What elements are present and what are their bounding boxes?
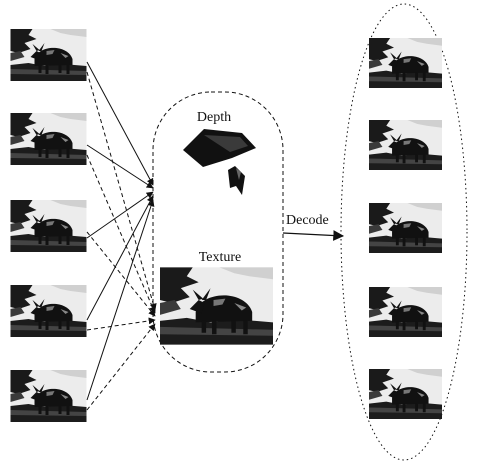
encoded-representation: Depth Texture <box>152 91 284 373</box>
decode-label: Decode <box>286 213 329 228</box>
solid-arrow-4 <box>86 195 154 321</box>
solid-arrow-1 <box>86 61 154 186</box>
output-view-5 <box>369 369 442 419</box>
input-view-1 <box>10 29 87 81</box>
depth-label: Depth <box>197 110 231 125</box>
decode-step: Decode <box>282 213 345 241</box>
output-view-3 <box>369 203 442 253</box>
depth-map <box>183 129 256 195</box>
output-view-1 <box>369 38 442 88</box>
encoded-container <box>152 91 284 373</box>
output-views <box>340 3 468 461</box>
dashed-arrows <box>86 71 157 411</box>
solid-arrow-3 <box>86 191 154 239</box>
output-view-2 <box>369 120 442 170</box>
solid-arrow-5 <box>86 199 155 401</box>
solid-arrows <box>86 61 155 401</box>
input-view-2 <box>10 113 87 165</box>
dashed-arrow-1 <box>86 71 157 311</box>
input-view-4 <box>10 285 87 337</box>
dashed-arrow-4 <box>86 317 156 331</box>
decode-arrow <box>282 230 345 241</box>
texture-image <box>160 267 273 345</box>
decoded-views-container <box>340 3 468 461</box>
input-views <box>10 29 87 422</box>
output-view-4 <box>369 287 442 337</box>
input-view-3 <box>10 200 87 252</box>
dashed-arrow-5 <box>86 323 156 411</box>
dashed-arrow-2 <box>86 154 156 314</box>
solid-arrow-2 <box>86 144 154 189</box>
input-view-5 <box>10 370 87 422</box>
texture-label: Texture <box>199 250 242 265</box>
